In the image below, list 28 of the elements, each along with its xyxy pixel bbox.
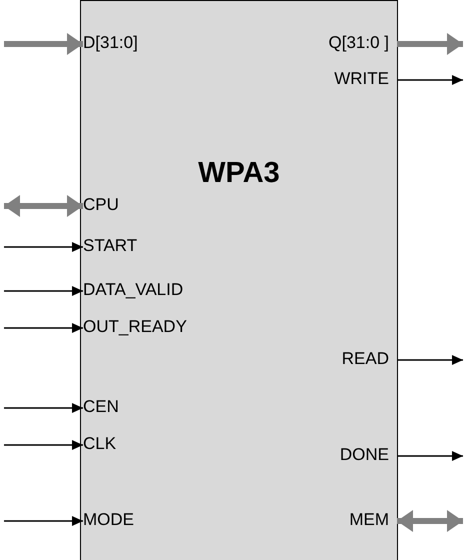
pin-label: DATA_VALID — [83, 280, 184, 300]
pin-label: CPU — [83, 195, 119, 215]
signal-arrow — [4, 286, 83, 296]
pin-label: WRITE — [334, 69, 389, 89]
bus-arrow — [4, 33, 83, 55]
signal-arrow — [397, 451, 463, 461]
module-block — [80, 0, 398, 560]
pin-label: Q[31:0 ] — [328, 33, 389, 53]
pin-label: CLK — [83, 434, 116, 454]
signal-arrow — [4, 242, 83, 252]
pin-label: READ — [342, 349, 389, 369]
signal-arrow — [4, 323, 83, 333]
signal-arrow — [4, 516, 83, 526]
pin-label: MEM — [349, 510, 389, 530]
signal-arrow — [397, 355, 463, 365]
pin-label: MODE — [83, 510, 134, 530]
bus-arrow — [397, 33, 463, 55]
pin-label: D[31:0] — [83, 33, 138, 53]
signal-arrow — [4, 440, 83, 450]
signal-arrow — [397, 75, 463, 85]
pin-label: CEN — [83, 397, 119, 417]
pin-label: START — [83, 236, 138, 256]
signal-arrow — [4, 403, 83, 413]
bus-arrow — [397, 510, 463, 532]
bus-arrow — [4, 195, 83, 217]
module-name: WPA3 — [197, 157, 281, 190]
pin-label: OUT_READY — [83, 317, 187, 337]
pin-label: DONE — [340, 445, 389, 465]
